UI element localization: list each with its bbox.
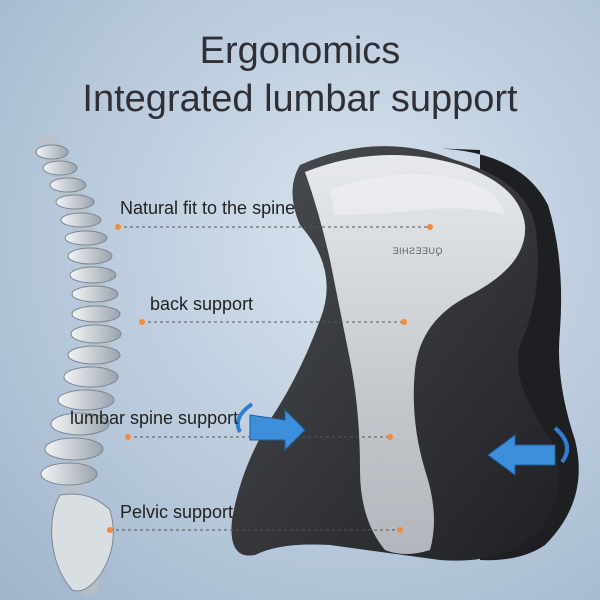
brand-mark: QUEESHIE — [392, 246, 443, 256]
dot-back-left — [139, 319, 145, 325]
pillow-highlight — [330, 174, 505, 215]
dot-back-right — [401, 319, 407, 325]
dot-natural-left — [115, 224, 121, 230]
callout-lines — [110, 226, 430, 531]
callout-dots — [107, 224, 433, 533]
right-pressure-arrow — [487, 426, 570, 476]
title-line-1: Ergonomics — [199, 30, 401, 72]
dot-pelvic-left — [107, 527, 113, 533]
callout-label-back-support: back support — [150, 294, 254, 314]
title-line-2: Integrated lumbar support — [82, 78, 518, 120]
spine-illustration — [35, 134, 122, 596]
dot-natural-right — [427, 224, 433, 230]
callout-label-lumbar-spine-support: lumbar spine support — [70, 408, 239, 428]
dot-lumbar-left — [125, 434, 131, 440]
left-pressure-arrow — [235, 402, 306, 452]
callout-label-natural-fit: Natural fit to the spine — [120, 198, 296, 218]
pillow-gray-panel — [305, 155, 526, 554]
sacrum — [51, 493, 114, 592]
dot-pelvic-right — [397, 527, 403, 533]
callout-label-pelvic-support: Pelvic support — [120, 502, 234, 522]
lumbar-pillow — [231, 146, 579, 561]
dot-lumbar-right — [387, 434, 393, 440]
